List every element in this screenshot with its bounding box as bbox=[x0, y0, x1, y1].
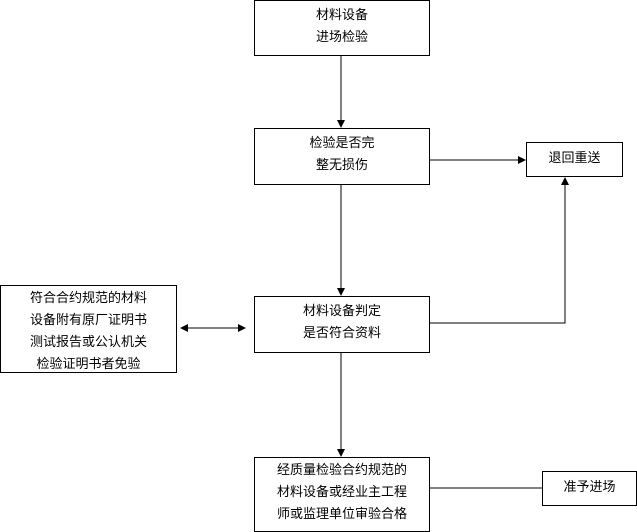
node-text-line: 设备附有原厂证明书 bbox=[29, 313, 147, 328]
node-text-line: 材料设备判定 bbox=[302, 304, 381, 319]
node-text-line: 符合合约规范的材料 bbox=[29, 291, 147, 306]
node-approve-entry: 准予进场 bbox=[542, 471, 637, 506]
node-text-line: 退回重送 bbox=[548, 151, 601, 166]
node-text-line: 整无损伤 bbox=[315, 158, 368, 173]
node-return-resend: 退回重送 bbox=[526, 142, 623, 177]
node-material-entry-inspection: 材料设备 进场检验 bbox=[254, 0, 430, 56]
node-text-line: 师或监理单位审验合格 bbox=[276, 507, 407, 522]
node-text-line: 测试报告或公认机关 bbox=[29, 335, 147, 350]
node-text-line: 准予进场 bbox=[563, 480, 616, 495]
node-text-line: 经质量检验合约规范的 bbox=[276, 463, 407, 478]
node-qualified-approval: 经质量检验合约规范的 材料设备或经业主工程 师或监理单位审验合格 bbox=[254, 457, 430, 532]
node-judge-conformity: 材料设备判定 是否符合资料 bbox=[254, 296, 430, 353]
arrow-n3-to-return bbox=[430, 177, 569, 324]
node-text-line: 材料设备或经业主工程 bbox=[276, 485, 407, 500]
node-text-line: 进场检验 bbox=[315, 30, 368, 45]
node-text-line: 是否符合资料 bbox=[302, 326, 381, 341]
node-text-line: 检验证明书者免验 bbox=[36, 357, 141, 372]
node-text-line: 材料设备 bbox=[315, 8, 368, 23]
node-text-line: 检验是否完 bbox=[309, 136, 375, 151]
node-check-intact: 检验是否完 整无损伤 bbox=[254, 128, 430, 185]
node-exempt-conditions: 符合合约规范的材料 设备附有原厂证明书 测试报告或公认机关 检验证明书者免验 bbox=[0, 285, 177, 373]
